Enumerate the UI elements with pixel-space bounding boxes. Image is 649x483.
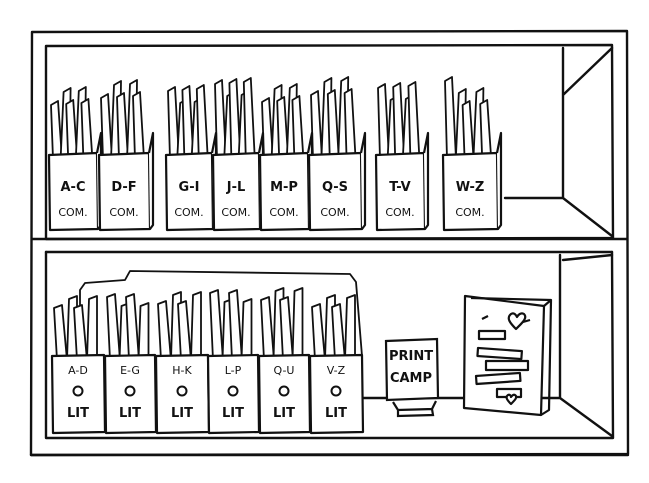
magazine-holder: W-Z COM. <box>441 131 503 232</box>
small-heart-icon <box>505 393 518 406</box>
holder-kind-label: COM. <box>58 206 87 219</box>
finger-hole <box>176 385 188 397</box>
holder-range-label: A-C <box>61 180 86 195</box>
holder-kind-label: COM. <box>455 206 484 219</box>
finger-hole <box>330 385 342 397</box>
paper-bundle <box>311 294 356 361</box>
holder-kind-label: COM. <box>269 206 298 219</box>
paper-bundle <box>261 83 305 160</box>
paper-bundle <box>214 77 256 160</box>
paper-bundle <box>377 81 421 160</box>
holder-kind-label: COM. <box>221 206 250 219</box>
holder-kind-label: LIT <box>171 406 193 421</box>
sticker-1 <box>477 329 507 341</box>
paper-bundle <box>444 76 493 160</box>
paper-bundle <box>260 287 304 361</box>
paper-bundle <box>310 76 357 160</box>
holder-kind-label: LIT <box>119 406 141 421</box>
paper-bundle <box>100 79 145 160</box>
sticker-4 <box>474 371 522 386</box>
holder-range-label: W-Z <box>456 180 485 195</box>
bottom-compartment <box>44 250 615 440</box>
sticker-2 <box>476 346 523 361</box>
holder-kind-label: COM. <box>109 206 138 219</box>
finger-hole <box>227 385 239 397</box>
holder-range-label: H-K <box>172 364 192 377</box>
holder-kind-label: LIT <box>222 406 244 421</box>
magazine-holder: V-Z LIT <box>308 353 365 435</box>
holder-range-label: E-G <box>120 364 140 377</box>
magazine-holder: H-K LIT <box>154 353 211 435</box>
magazine-holder: E-G LIT <box>103 353 158 435</box>
top-shelf-holders: A-C COM. D-F COM. G-I COM. J-L COM. M-P COM. Q-S CO… <box>47 131 503 232</box>
holder-kind-label: LIT <box>273 406 295 421</box>
bottom-shelf-holders: A-D LIT E-G LIT H-K LIT L-P LIT Q-U LIT V-Z LIT <box>50 353 365 435</box>
bottom-shelf-papers <box>53 270 363 361</box>
print-camp-sign: PRINT CAMP <box>384 337 440 418</box>
heart-icon <box>507 312 527 331</box>
top-shelf-papers <box>50 76 493 160</box>
magazine-holder: Q-S COM. <box>307 131 367 232</box>
holder-range-label: D-F <box>111 180 136 195</box>
holder-range-label: Q-S <box>322 180 348 195</box>
finger-hole <box>124 385 136 397</box>
paper-bundle <box>157 291 202 361</box>
holder-kind-label: COM. <box>174 206 203 219</box>
notebook <box>462 294 553 417</box>
magazine-holder: D-F COM. <box>97 131 155 232</box>
paper-bundle <box>209 289 253 361</box>
holder-kind-label: LIT <box>325 406 347 421</box>
holder-range-label: G-I <box>179 180 200 195</box>
paper-bundle <box>106 293 150 361</box>
magazine-holder: L-P LIT <box>206 353 261 435</box>
sign-line-1: PRINT <box>389 349 433 364</box>
holder-range-label: A-D <box>68 364 88 377</box>
holder-range-label: V-Z <box>327 364 346 377</box>
holder-range-label: J-L <box>226 180 246 195</box>
holder-kind-label: COM. <box>385 206 414 219</box>
holder-kind-label: LIT <box>67 406 89 421</box>
holder-range-label: T-V <box>389 180 410 195</box>
heart-arrow <box>522 318 531 324</box>
middle-shelf-board <box>30 237 629 254</box>
magazine-holder: Q-U LIT <box>257 353 312 435</box>
paper-bundle <box>50 86 94 160</box>
sign-line-2: CAMP <box>390 371 432 386</box>
holder-kind-label: COM. <box>320 206 349 219</box>
paper-bundle <box>167 84 209 160</box>
holder-range-label: L-P <box>225 364 242 377</box>
sticker-3 <box>484 359 530 372</box>
finger-hole <box>278 385 290 397</box>
holder-range-label: M-P <box>270 180 298 195</box>
magazine-holder: T-V COM. <box>374 131 430 232</box>
paper-bundle <box>53 295 98 361</box>
magazine-holder: A-D LIT <box>50 353 107 435</box>
finger-hole <box>72 385 84 397</box>
top-corner-lines <box>503 46 614 238</box>
holder-range-label: Q-U <box>274 364 295 377</box>
